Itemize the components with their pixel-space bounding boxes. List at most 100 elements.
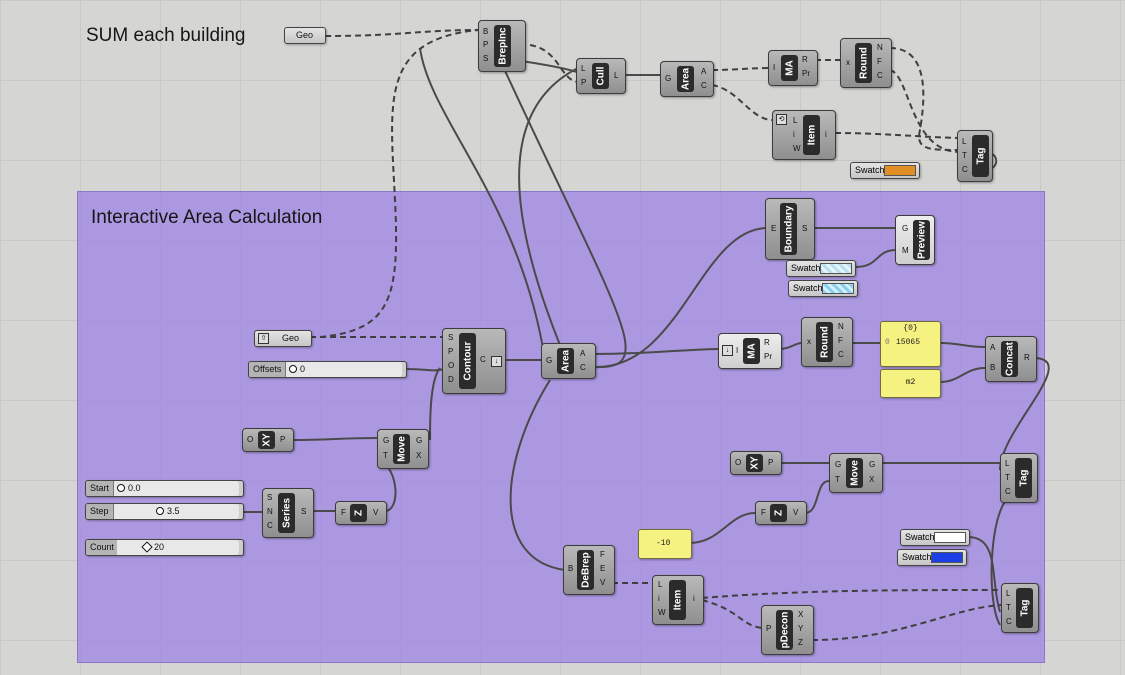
port-x[interactable]: X [416, 451, 422, 460]
step-slider[interactable]: Step 3.5 [85, 503, 244, 520]
port-b[interactable]: B [990, 363, 996, 372]
xy-component-b[interactable]: O XY P [730, 451, 782, 475]
swatch-color-chip[interactable] [820, 263, 852, 274]
upload-icon[interactable]: ⇧ [258, 333, 269, 344]
port-p[interactable]: P [280, 435, 286, 444]
port-i-out[interactable]: i [693, 594, 695, 603]
port-i[interactable]: I [736, 346, 739, 355]
port-a[interactable]: A [701, 67, 707, 76]
port-w[interactable]: W [658, 608, 666, 617]
brepinc-component[interactable]: B P S BrepInc [478, 20, 526, 72]
debrep-component[interactable]: B DeBrep F E V [563, 545, 615, 595]
port-i[interactable]: i [658, 594, 660, 603]
port-g[interactable]: G [835, 460, 842, 469]
start-slider[interactable]: Start 0.0 [85, 480, 244, 497]
port-p[interactable]: P [483, 40, 489, 49]
port-p[interactable]: P [766, 624, 772, 633]
port-g-out[interactable]: G [869, 460, 876, 469]
port-r[interactable]: R [1024, 353, 1030, 362]
ma-component-mid[interactable]: ↓ I MA R Pr [718, 333, 782, 369]
port-c[interactable]: C [1005, 487, 1011, 496]
flatten-icon[interactable]: ↓ [491, 356, 502, 367]
value-panel[interactable]: {0} 0 15065 [880, 321, 941, 367]
port-g[interactable]: G [902, 224, 909, 233]
port-i[interactable]: I [773, 63, 776, 72]
tag-component-bottom[interactable]: L T C Tag [1001, 583, 1039, 633]
port-t[interactable]: T [835, 475, 840, 484]
swatch-orange[interactable]: Swatch [850, 162, 920, 179]
geo-param-mid[interactable]: ⇧ Geo [254, 330, 312, 347]
port-n[interactable]: N [267, 507, 273, 516]
tag-component-mid[interactable]: L T C Tag [1000, 453, 1038, 503]
port-l[interactable]: L [962, 137, 967, 146]
port-pr[interactable]: Pr [764, 352, 772, 361]
swatch-color-chip[interactable] [822, 283, 854, 294]
slider-track[interactable]: 3.5 [114, 504, 239, 519]
port-g-out[interactable]: G [416, 436, 423, 445]
slider-knob[interactable] [117, 484, 125, 492]
port-c[interactable]: C [480, 355, 486, 364]
port-f[interactable]: F [341, 508, 346, 517]
tag-component-top[interactable]: L T C Tag [957, 130, 993, 182]
port-v[interactable]: V [793, 508, 799, 517]
port-c[interactable]: C [267, 521, 273, 530]
port-d[interactable]: D [448, 375, 454, 384]
preview-component[interactable]: G M Preview [895, 215, 935, 265]
swatch-white[interactable]: Swatch [900, 529, 970, 546]
port-b[interactable]: B [483, 27, 489, 36]
offset-panel[interactable]: -10 [638, 529, 692, 559]
slider-knob[interactable] [141, 541, 153, 553]
port-pr[interactable]: Pr [802, 69, 810, 78]
port-c[interactable]: C [877, 71, 883, 80]
port-t[interactable]: T [383, 451, 388, 460]
cull-component[interactable]: L P Cull L [576, 58, 626, 94]
port-i-out[interactable]: i [825, 130, 827, 139]
port-c[interactable]: C [962, 165, 968, 174]
port-l[interactable]: L [658, 580, 663, 589]
unit-panel[interactable]: m2 [880, 369, 941, 398]
z-component-b[interactable]: F Z V [755, 501, 807, 525]
count-slider[interactable]: Count 20 [85, 539, 244, 556]
port-s[interactable]: S [802, 224, 808, 233]
port-l[interactable]: L [581, 64, 586, 73]
port-v[interactable]: V [373, 508, 379, 517]
port-t[interactable]: T [1005, 473, 1010, 482]
port-o[interactable]: O [247, 435, 254, 444]
swatch-color-chip[interactable] [931, 552, 963, 563]
move-component-b[interactable]: G T Move G X [829, 453, 883, 493]
port-s[interactable]: S [267, 493, 273, 502]
port-g[interactable]: G [665, 74, 672, 83]
port-f[interactable]: F [838, 336, 843, 345]
port-c[interactable]: C [580, 363, 586, 372]
z-component-a[interactable]: F Z V [335, 501, 387, 525]
port-c[interactable]: C [701, 81, 707, 90]
port-f[interactable]: F [877, 57, 882, 66]
item-component-top[interactable]: ⟲ L i W Item i [772, 110, 836, 160]
port-b[interactable]: B [568, 564, 574, 573]
geo-param-top[interactable]: Geo [284, 27, 326, 44]
port-s[interactable]: S [448, 333, 454, 342]
port-z[interactable]: Z [798, 638, 803, 647]
port-n[interactable]: N [838, 322, 844, 331]
boundary-component[interactable]: E Boundary S [765, 198, 815, 260]
port-g[interactable]: G [383, 436, 390, 445]
port-p[interactable]: P [448, 347, 454, 356]
port-p[interactable]: P [581, 78, 587, 87]
xy-component-a[interactable]: O XY P [242, 428, 294, 452]
round-component-top[interactable]: x Round N F C [840, 38, 892, 88]
move-component-a[interactable]: G T Move G X [377, 429, 429, 469]
port-m[interactable]: M [902, 246, 909, 255]
port-l[interactable]: L [1006, 589, 1011, 598]
port-g[interactable]: G [546, 356, 553, 365]
port-x[interactable]: X [798, 610, 804, 619]
ma-component-top[interactable]: I MA R Pr [768, 50, 818, 86]
swatch-color-chip[interactable] [884, 165, 916, 176]
slider-knob[interactable] [289, 365, 297, 373]
port-x[interactable]: X [869, 475, 875, 484]
area-component-mid[interactable]: G Area A C [541, 343, 596, 379]
item-component-bottom[interactable]: L i W Item i [652, 575, 704, 625]
port-r[interactable]: R [764, 338, 770, 347]
port-s[interactable]: S [483, 54, 489, 63]
port-w[interactable]: W [793, 144, 801, 153]
pdecon-component[interactable]: P pDecon X Y Z [761, 605, 814, 655]
